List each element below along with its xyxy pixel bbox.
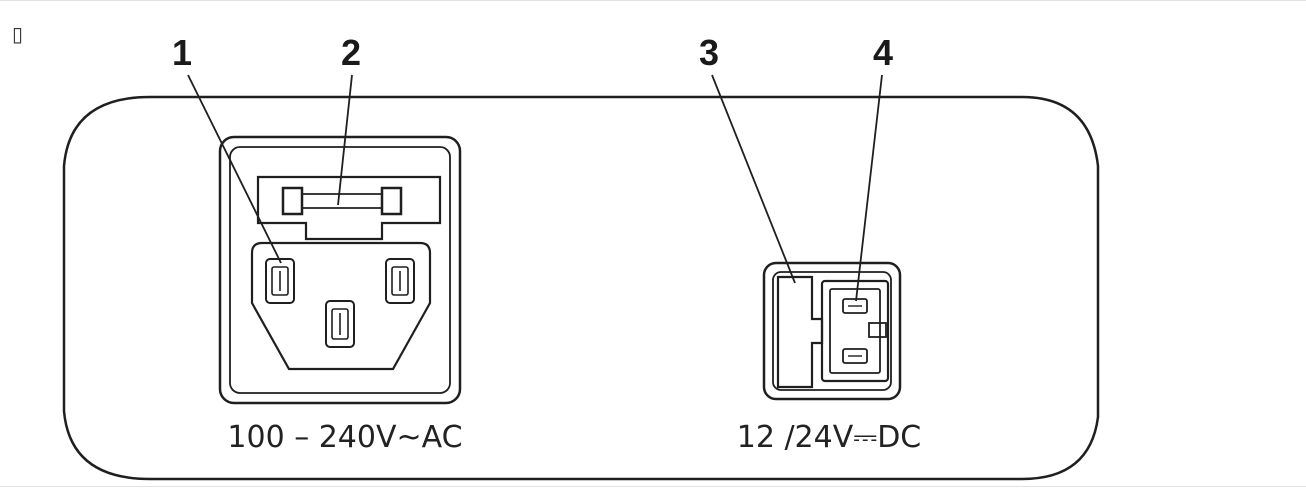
dc-pin-top	[842, 298, 868, 314]
dc-inlet-inner-frame	[772, 271, 892, 391]
dc-socket	[820, 279, 890, 383]
dc-inlet-outer-frame	[762, 261, 902, 401]
corner-glyph: ▯	[12, 22, 23, 46]
dc-power-inlet	[762, 261, 902, 401]
ac-inlet-inner-frame	[229, 146, 451, 394]
ac-inlet-outer-frame	[218, 135, 462, 405]
callout-3: 3	[699, 32, 719, 73]
leader-line-4	[855, 74, 883, 302]
power-switch	[776, 275, 824, 389]
socket-pin-right	[385, 258, 415, 304]
ac-rating-label: 100 – 240V~AC	[227, 420, 462, 455]
socket-pin-left	[265, 258, 295, 304]
callout-4: 4	[873, 32, 893, 73]
leader-line-1	[187, 74, 282, 264]
fuse-cap-left	[281, 186, 304, 216]
leader-line-2	[337, 74, 353, 206]
iec-socket	[250, 241, 432, 371]
callout-2: 2	[341, 32, 361, 73]
dc-pin-bottom	[842, 348, 868, 364]
device-body	[62, 95, 1100, 481]
dc-socket-notch	[868, 322, 887, 338]
callout-1: 1	[172, 32, 192, 73]
fuse-drawer	[256, 175, 442, 241]
socket-pin-earth	[325, 300, 355, 348]
dc-rating-label: 12 /24V⎓DC	[737, 420, 922, 455]
leader-line-3	[711, 74, 796, 284]
ac-power-inlet	[218, 135, 462, 405]
fuse-cap-right	[380, 186, 403, 216]
